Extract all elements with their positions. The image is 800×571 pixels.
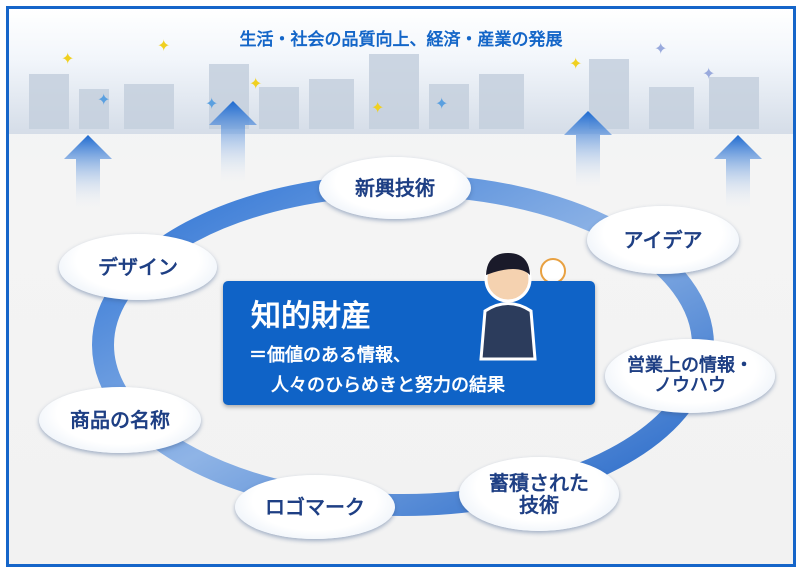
sparkle-icons: ✦ ✦ ✦ ✦ ✦ ✦ ✦ ✦ ✦ ✦ (61, 36, 715, 117)
svg-text:✦: ✦ (249, 74, 262, 93)
central-description-line1: ＝価値のある情報、 (249, 345, 411, 366)
central-title: 知的財産 (251, 299, 371, 334)
thinking-person-icon (479, 253, 537, 361)
up-arrow-icons (64, 101, 762, 209)
item-emerging-tech: 新興技術 (319, 157, 471, 219)
svg-text:✦: ✦ (435, 94, 448, 113)
item-idea: アイデア (587, 206, 739, 274)
item-accumulated-tech: 蓄積された技術 (459, 457, 619, 531)
item-design: デザイン (59, 234, 217, 300)
diagram-frame: ✦✦ ✦✦ ✦✦ ✦✦ ✦✦ 生活・社会の品質向上、経済・産業の発展 新興技術 … (6, 6, 796, 567)
central-description-line2: 人々のひらめきと努力の結果 (271, 375, 505, 396)
svg-text:✦: ✦ (97, 90, 110, 109)
svg-text:✦: ✦ (61, 49, 74, 68)
svg-text:✦: ✦ (205, 94, 218, 113)
item-product-name: 商品の名称 (39, 387, 201, 453)
item-business-info: 営業上の情報・ノウハウ (605, 339, 775, 413)
headline: 生活・社会の品質向上、経済・産業の発展 (239, 30, 563, 50)
svg-text:✦: ✦ (654, 39, 667, 58)
central-concept-box: 知的財産 ＝価値のある情報、 人々のひらめきと努力の結果 (223, 253, 595, 405)
svg-text:✦: ✦ (569, 54, 582, 73)
svg-text:✦: ✦ (371, 98, 384, 117)
svg-text:✦: ✦ (157, 36, 170, 55)
buildings (29, 54, 759, 129)
item-logo-mark: ロゴマーク (235, 475, 395, 539)
svg-text:✦: ✦ (702, 64, 715, 83)
